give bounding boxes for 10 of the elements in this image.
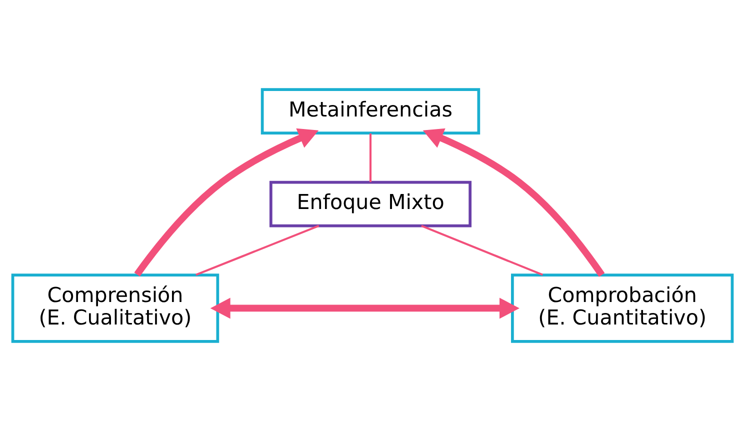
connector bbox=[369, 133, 372, 182]
node-box: Metainferencias bbox=[260, 88, 480, 135]
connector bbox=[196, 224, 320, 276]
node-box: Comprensión (E. Cualitativo) bbox=[11, 274, 220, 343]
connector bbox=[421, 224, 544, 276]
arrow bbox=[134, 128, 319, 276]
arrow bbox=[210, 298, 520, 319]
node-box: Enfoque Mixto bbox=[269, 180, 472, 228]
arrow bbox=[422, 128, 605, 277]
node-box: Comprobación (E. Cuantitativo) bbox=[511, 274, 734, 343]
